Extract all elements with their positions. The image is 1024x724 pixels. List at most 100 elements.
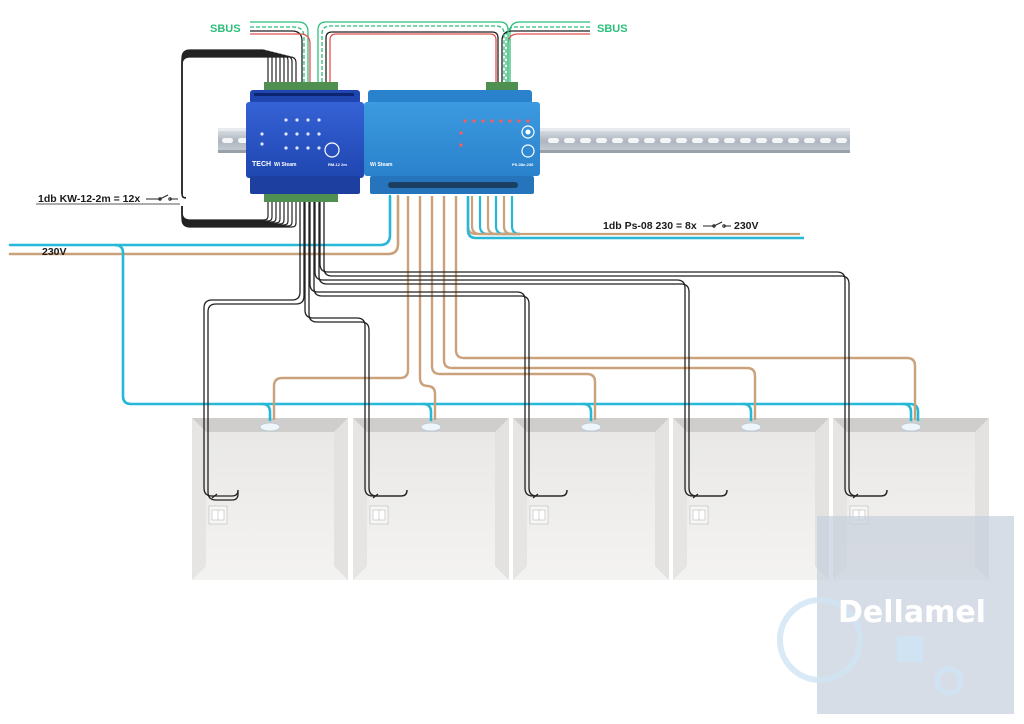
status-led-icon <box>284 146 288 150</box>
status-led-icon <box>260 132 264 136</box>
rail-slot <box>644 138 655 143</box>
model-label: RM-12 2m <box>328 162 347 167</box>
neutral-drop <box>901 402 913 422</box>
model-label: PS-08e-230 <box>512 162 534 167</box>
status-led-icon <box>260 142 264 146</box>
kw-wire <box>181 202 273 222</box>
switch-wire <box>313 200 568 497</box>
rail-slot <box>820 138 831 143</box>
switch-symbol-icon <box>146 194 178 201</box>
rail-slot <box>692 138 703 143</box>
kw-12-2m-module[interactable]: TECH Wi Steam RM-12 2m <box>246 82 364 202</box>
ps-08-230-module[interactable]: Wi Steam PS-08e-230 <box>364 82 540 194</box>
ps-input-wire <box>478 196 520 236</box>
status-led-icon <box>459 143 463 147</box>
lamp-line-4 <box>442 196 757 420</box>
switch-wires <box>203 200 888 501</box>
sbus-wires <box>250 21 590 88</box>
status-led-icon <box>317 118 321 122</box>
sbus-label-left: SBUS <box>210 23 241 35</box>
room-4 <box>673 418 829 580</box>
room-3 <box>513 418 669 580</box>
kw-wire <box>181 202 297 228</box>
ceiling-lamp-icon <box>580 422 602 432</box>
rail-slot <box>596 138 607 143</box>
ps-input-wire <box>494 196 520 236</box>
status-led-icon <box>317 132 321 136</box>
rail-slot <box>756 138 767 143</box>
room-2 <box>353 418 509 580</box>
status-led-icon <box>517 119 521 123</box>
series-label: Wi Steam <box>274 162 297 168</box>
switch-symbol-icon <box>703 221 731 228</box>
kw-wire <box>181 202 277 223</box>
neutral-drop <box>741 402 753 422</box>
watermark-text: Dellamel <box>838 595 986 630</box>
rail-slot <box>676 138 687 143</box>
status-led-icon <box>306 118 310 122</box>
rail-slot <box>660 138 671 143</box>
rail-slot <box>708 138 719 143</box>
status-led-icon <box>463 119 467 123</box>
rail-slot <box>564 138 575 143</box>
switch-symbol-icon <box>532 493 539 499</box>
neutral-drop <box>260 402 272 422</box>
status-led-icon <box>284 118 288 122</box>
ceiling-lamp-icon <box>740 422 762 432</box>
config-button-icon[interactable] <box>521 144 535 158</box>
rail-slot <box>804 138 815 143</box>
lamp-line-3 <box>430 196 597 420</box>
series-label: Wi Steam <box>370 162 393 168</box>
ps-module-label: 1db Ps-08 230 = 8x <box>603 220 697 232</box>
sbus-label-right: SBUS <box>597 23 628 35</box>
config-button-icon[interactable] <box>324 142 340 158</box>
rail-slot <box>740 138 751 143</box>
rail-slot <box>628 138 639 143</box>
switch-wire <box>203 200 301 497</box>
room-1 <box>192 418 348 580</box>
dellamel-watermark: Dellamel <box>777 516 1014 714</box>
kw-wire <box>181 56 297 199</box>
ps-voltage-label: 230V <box>734 220 759 232</box>
switch-wire <box>323 200 888 497</box>
status-led-icon <box>499 119 503 123</box>
switch-wire <box>308 200 408 497</box>
status-led-icon <box>526 119 530 123</box>
rail-slot <box>724 138 735 143</box>
lamp-feed-wires <box>260 402 913 422</box>
switched-output-wires <box>272 196 917 420</box>
switch-symbol-icon <box>211 493 218 499</box>
rail-slot <box>612 138 623 143</box>
status-led-icon <box>490 119 494 123</box>
switch-wire <box>207 200 305 501</box>
power-button-icon[interactable] <box>521 125 535 139</box>
ps-input-bundle <box>466 196 804 240</box>
status-led-icon <box>508 119 512 123</box>
status-led-icon <box>472 119 476 123</box>
ceiling-lamp-icon <box>259 422 281 432</box>
lamp-line-1 <box>272 196 410 420</box>
ceiling-lamp-icon <box>900 422 922 432</box>
rail-slot <box>222 138 233 143</box>
ceiling-lamp-icon <box>420 422 442 432</box>
rail-slot <box>836 138 847 143</box>
mains-voltage-label: 230V <box>42 246 67 258</box>
status-led-icon <box>481 119 485 123</box>
brand-label: TECH <box>252 161 271 168</box>
status-led-icon <box>295 146 299 150</box>
kw-input-wires <box>181 49 297 228</box>
status-led-icon <box>459 131 463 135</box>
mains-wires <box>8 194 920 422</box>
switch-symbol-icon <box>372 493 379 499</box>
switch-symbol-icon <box>692 493 699 499</box>
status-led-icon <box>306 132 310 136</box>
status-led-icon <box>295 132 299 136</box>
neutral-drop <box>581 402 593 422</box>
rail-slot <box>548 138 559 143</box>
ps-input-wire <box>510 196 521 236</box>
kw-wire <box>181 202 269 221</box>
rail-slot <box>772 138 783 143</box>
status-led-icon <box>295 118 299 122</box>
status-led-icon <box>284 132 288 136</box>
status-led-icon <box>317 146 321 150</box>
